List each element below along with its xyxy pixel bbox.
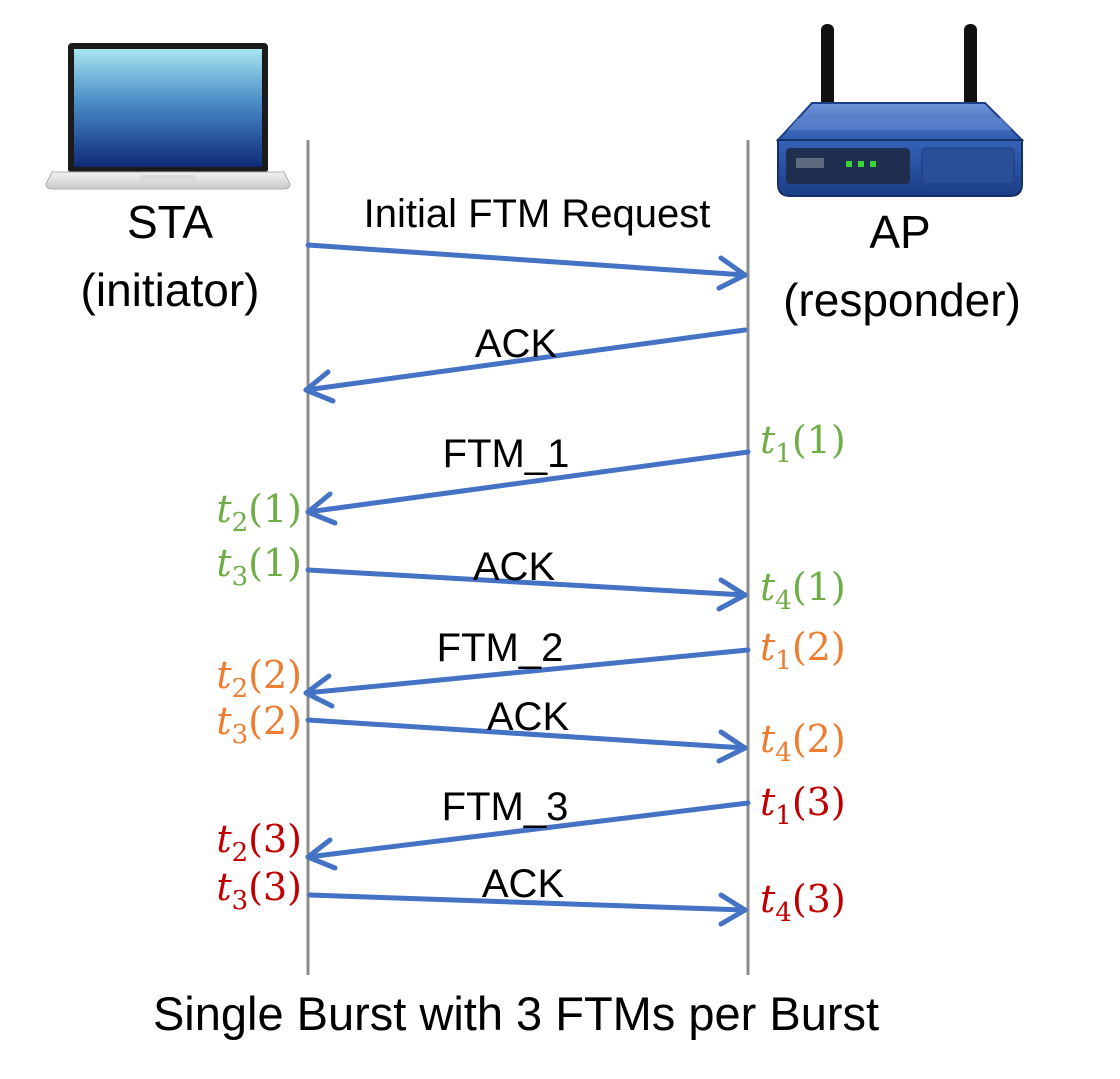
label-ack: ACK	[475, 322, 558, 366]
timestamp-t2-2: t2(2)	[216, 653, 302, 704]
label-ftm-3: FTM_3	[442, 785, 569, 829]
timestamp-t4-3: t4(3)	[760, 877, 846, 928]
timestamp-t3-2: t3(2)	[216, 699, 302, 750]
timestamp-t1-2: t1(2)	[760, 625, 846, 676]
responder-name: AP	[869, 206, 930, 258]
timestamp-t3-3: t3(3)	[216, 865, 302, 916]
responder-role: (responder)	[783, 274, 1021, 326]
label-ack: ACK	[482, 862, 565, 906]
arrow-ftm-2	[303, 647, 751, 709]
arrow-initial-ftm-request	[305, 242, 748, 291]
label-ftm-2: FTM_2	[437, 626, 564, 670]
initiator-role: (initiator)	[81, 264, 260, 316]
arrow-ftm-3	[305, 800, 751, 871]
arrow-ack-2	[305, 717, 748, 764]
arrow-ack-3	[307, 892, 748, 927]
label-initial-ftm-request: Initial FTM Request	[364, 192, 711, 236]
timestamp-t4-2: t4(2)	[760, 717, 846, 768]
timestamp-t4-1: t4(1)	[760, 565, 846, 616]
timestamp-t1-3: t1(3)	[760, 780, 846, 831]
laptop-icon	[45, 43, 291, 190]
label-ack: ACK	[473, 545, 556, 589]
wireless-router-icon	[775, 24, 1025, 197]
label-ack: ACK	[487, 695, 570, 739]
arrow-ftm-1	[305, 449, 751, 526]
timestamp-t2-1: t2(1)	[216, 487, 302, 538]
timestamp-t2-3: t2(3)	[216, 817, 302, 868]
timestamp-t1-1: t1(1)	[760, 418, 846, 469]
diagram-caption: Single Burst with 3 FTMs per Burst	[153, 987, 879, 1040]
message-arrows	[303, 242, 751, 927]
timestamp-t3-1: t3(1)	[216, 541, 302, 592]
arrow-ack-0	[303, 327, 748, 404]
initiator-name: STA	[127, 196, 213, 248]
label-ftm-1: FTM_1	[443, 432, 570, 476]
arrow-ack-1	[305, 567, 748, 612]
